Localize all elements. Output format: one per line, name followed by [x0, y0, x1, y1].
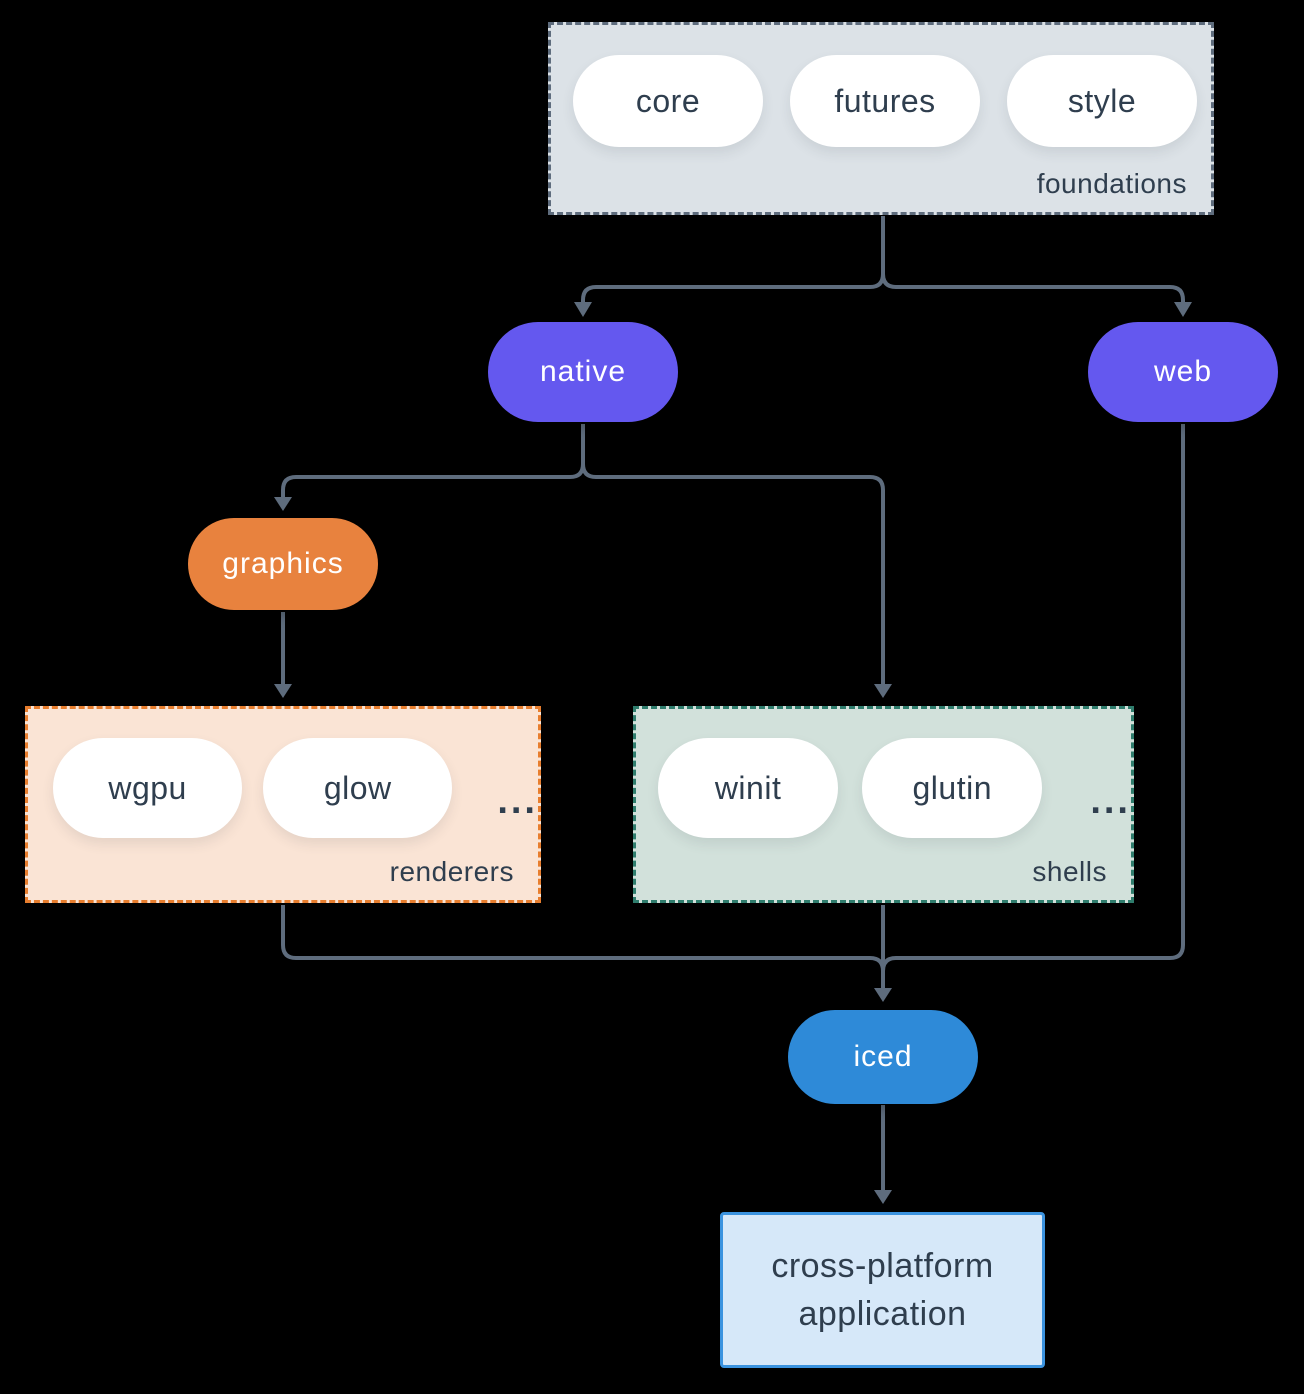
arrow-native-to-shells	[581, 424, 892, 698]
node-winit: winit	[658, 738, 839, 838]
foundations-pills: core futures style	[551, 25, 1211, 147]
application-label-line2: application	[798, 1295, 967, 1333]
arrow-foundations-to-web	[881, 216, 1192, 317]
shells-pills: winit glutin ...	[636, 709, 1131, 838]
node-futures: futures	[790, 55, 980, 147]
arrow-iced-to-application	[874, 1105, 892, 1204]
node-glow: glow	[263, 738, 453, 838]
arrow-shells-to-iced	[874, 905, 892, 1002]
shells-ellipsis: ...	[1090, 780, 1131, 822]
arrow-native-to-graphics	[274, 424, 585, 511]
arrow-graphics-to-renderers	[274, 612, 292, 698]
renderers-group: wgpu glow ... renderers	[25, 706, 541, 903]
application-label-line1: cross-platform	[771, 1247, 994, 1285]
cross-platform-application-box: cross-platform application	[720, 1212, 1045, 1368]
arrow-foundations-to-native	[574, 216, 885, 317]
node-wgpu: wgpu	[53, 738, 243, 838]
node-core: core	[573, 55, 763, 147]
renderers-ellipsis: ...	[497, 780, 538, 822]
node-glutin: glutin	[862, 738, 1043, 838]
node-native: native	[488, 322, 678, 422]
wire-renderers-to-merge	[281, 905, 885, 972]
foundations-label: foundations	[1036, 168, 1187, 199]
renderers-pills: wgpu glow ...	[28, 709, 538, 838]
renderers-label: renderers	[389, 856, 514, 887]
node-web: web	[1088, 322, 1278, 422]
shells-label: shells	[1032, 856, 1107, 887]
node-iced: iced	[788, 1010, 978, 1104]
shells-group: winit glutin ... shells	[633, 706, 1134, 903]
foundations-group: core futures style foundations	[548, 22, 1214, 215]
node-style: style	[1007, 55, 1197, 147]
node-graphics: graphics	[188, 518, 378, 610]
